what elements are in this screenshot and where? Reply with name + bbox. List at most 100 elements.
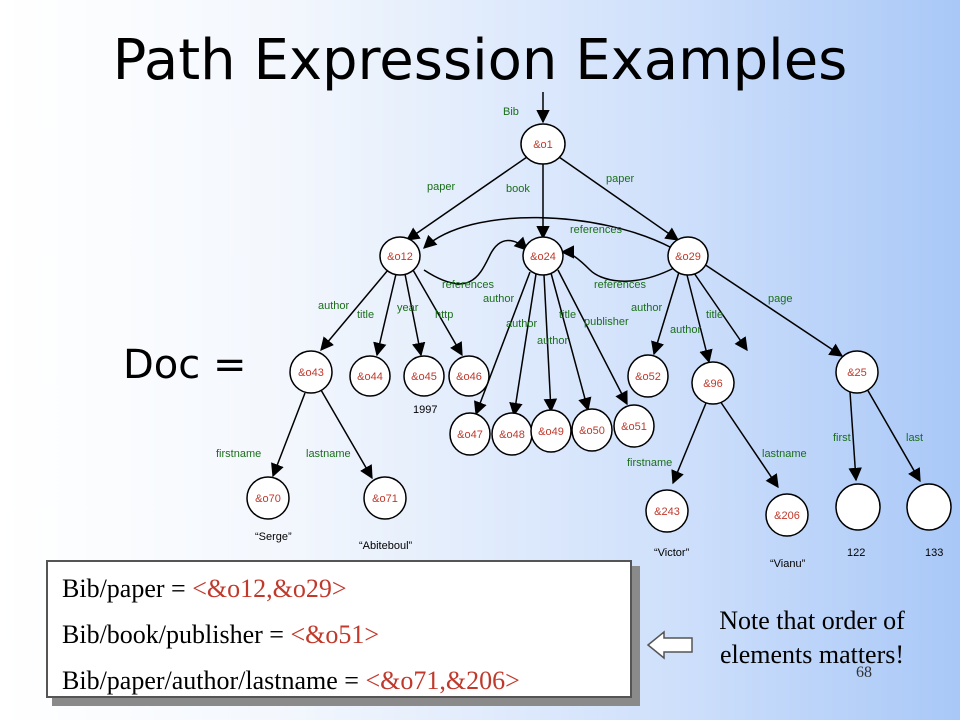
example-line-2: Bib/book/publisher = <&o51> — [62, 620, 379, 650]
edge-label: references — [594, 279, 646, 291]
node-label: &o12 — [387, 251, 413, 263]
edge-ref-o29-o24 — [560, 245, 675, 282]
value-label: “Vianu” — [770, 558, 806, 570]
example-line-3: Bib/paper/author/lastname = <&o71,&206> — [62, 666, 520, 696]
node-leaf122 — [835, 483, 881, 531]
edge-o1-o12 — [405, 156, 528, 241]
node-o29 — [667, 236, 709, 276]
node-label: &25 — [847, 367, 867, 379]
value-label: “Abiteboul” — [359, 540, 413, 552]
example-result: <&o71,&206> — [365, 666, 520, 695]
edge-label: author — [537, 335, 569, 347]
node-o24 — [522, 236, 564, 276]
node-o50 — [571, 408, 613, 452]
edge-o24-o47 — [474, 271, 531, 416]
node-o47 — [449, 412, 491, 456]
node-label: &243 — [654, 506, 680, 518]
node-o46 — [448, 355, 490, 397]
node-label: &o29 — [675, 251, 701, 263]
edge-o12-o44 — [373, 273, 397, 357]
example-result: <&o12,&o29> — [192, 574, 347, 603]
edge-label: lastname — [306, 448, 351, 460]
edge-o24-o50 — [550, 272, 592, 412]
edge-o12-o43 — [320, 269, 389, 352]
node-label: &o1 — [533, 139, 553, 151]
value-label: “Serge” — [255, 531, 292, 543]
edge-o12-o45 — [404, 273, 426, 357]
edge-25-122 — [848, 391, 862, 482]
node-label: &o52 — [635, 371, 661, 383]
node-label: &o24 — [530, 251, 556, 263]
edge-96-206 — [719, 400, 779, 489]
value-label: 122 — [847, 547, 865, 559]
node-label: &o45 — [411, 371, 437, 383]
edge-label: references — [570, 224, 622, 236]
edge-label: firstname — [627, 457, 672, 469]
node-label: &o50 — [579, 425, 605, 437]
edge-o43-o70 — [271, 392, 306, 478]
edge-label: last — [906, 432, 923, 444]
edge-ref-o12-o24 — [423, 236, 528, 285]
node-o43 — [289, 350, 333, 394]
edge-label: paper — [427, 181, 455, 193]
node-label: &o71 — [372, 493, 398, 505]
node-o71 — [363, 476, 407, 520]
edge-label: first — [833, 432, 851, 444]
edge-label: author — [506, 318, 538, 330]
edge-o43-o71 — [320, 389, 373, 480]
node-n96 — [691, 361, 735, 405]
node-label: &96 — [703, 378, 723, 390]
edge-label: author — [318, 300, 350, 312]
edge-o29-o52 — [651, 271, 680, 356]
example-result: <&o51> — [290, 620, 380, 649]
node-label: &o51 — [621, 421, 647, 433]
node-o70 — [246, 476, 290, 520]
node-label: &o46 — [456, 371, 482, 383]
example-path: Bib/paper = — [62, 574, 193, 603]
edge-label: title — [357, 309, 374, 321]
root-label: Bib — [503, 106, 519, 118]
edge-96-243 — [671, 402, 707, 485]
slide-title: Path Expression Examples — [112, 28, 848, 93]
node-o49 — [530, 409, 572, 453]
node-o1 — [520, 123, 566, 165]
edge-label: author — [483, 293, 515, 305]
node-o12 — [379, 236, 421, 276]
node-n25 — [835, 350, 879, 394]
edge-o29-25 — [703, 263, 844, 357]
edge-label: year — [397, 302, 419, 314]
note-text: Note that order of elements matters! — [719, 606, 905, 669]
edge-o29-96 — [686, 274, 713, 364]
edge-label: references — [442, 279, 494, 291]
node-label: &o43 — [298, 367, 324, 379]
edge-o24-o48 — [509, 273, 537, 417]
node-label: &o70 — [255, 493, 281, 505]
edge-label: author — [670, 324, 702, 336]
value-label: “Victor” — [654, 547, 690, 559]
node-leaf133 — [906, 483, 952, 531]
edge-o1-o29 — [558, 156, 680, 241]
node-o52 — [627, 354, 669, 398]
edge-label: title — [706, 309, 723, 321]
node-n243 — [645, 489, 689, 533]
edge-ref-o29-o12 — [423, 216, 673, 249]
edge-label: lastname — [762, 448, 807, 460]
doc-label: Doc = — [123, 342, 247, 388]
node-label: &o48 — [499, 429, 525, 441]
edge-label: publisher — [584, 316, 629, 328]
example-line-1: Bib/paper = <&o12,&o29> — [62, 574, 346, 604]
example-path: Bib/paper/author/lastname = — [62, 666, 366, 695]
node-label: &o47 — [457, 429, 483, 441]
edge-o12-o46 — [412, 269, 463, 357]
edge-25-133 — [866, 388, 921, 483]
node-n206 — [765, 493, 809, 537]
node-label: &206 — [774, 510, 800, 522]
node-label: &o49 — [538, 426, 564, 438]
node-o44 — [349, 355, 391, 397]
example-path: Bib/book/publisher = — [62, 620, 291, 649]
edge-o24-o49 — [543, 274, 558, 413]
value-label: 1997 — [413, 404, 437, 416]
edge-label: page — [768, 293, 792, 305]
node-o51 — [613, 404, 655, 448]
